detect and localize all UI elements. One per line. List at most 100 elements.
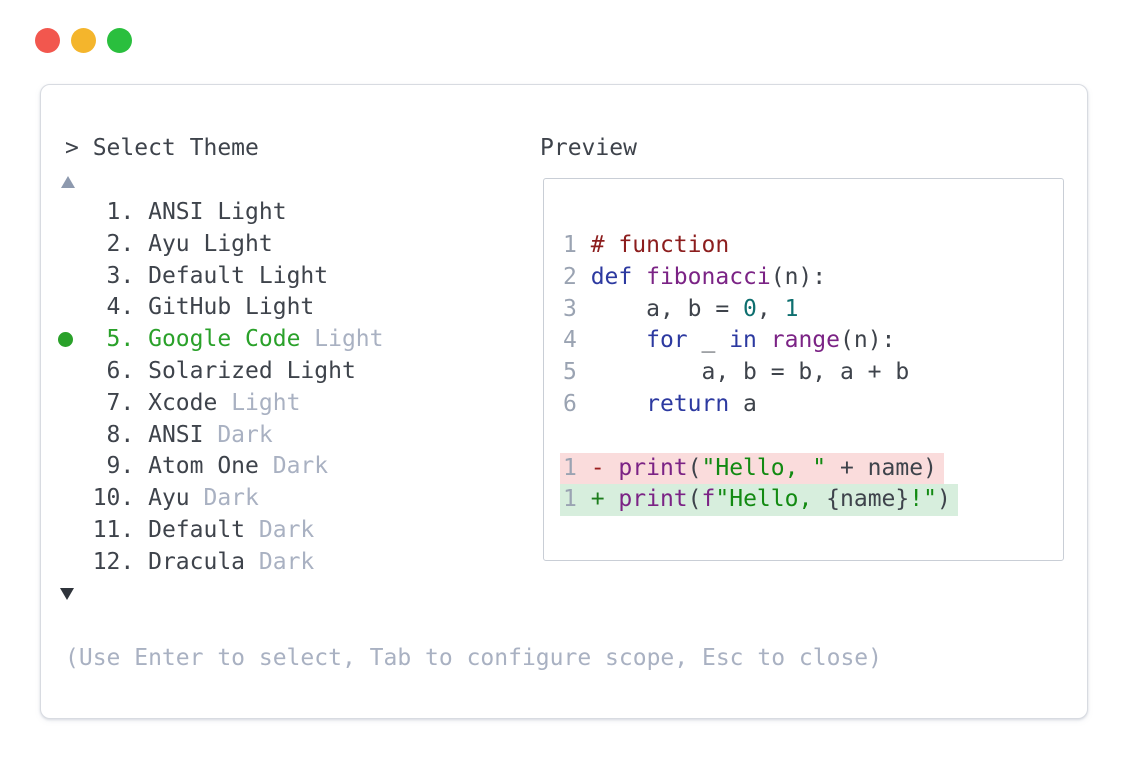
diff-minus-sign: - (590, 454, 619, 481)
code-token: (n): (770, 263, 827, 290)
keyboard-hint: (Use Enter to select, Tab to configure s… (65, 645, 882, 671)
code-line: 4 for _ in range(n): (560, 325, 1063, 357)
theme-variant-dim: Dark (203, 421, 273, 448)
line-number: 1 (563, 232, 591, 258)
line-number: 5 (563, 359, 591, 386)
dialog-prompt: > Select Theme (65, 135, 259, 161)
line-number: 2 (563, 263, 591, 290)
theme-variant-dim: Dark (189, 485, 259, 512)
code-token: ( (687, 454, 702, 481)
theme-name: Dracula (148, 548, 246, 575)
code-token: in (729, 327, 757, 354)
code-token: (n): (840, 327, 896, 354)
theme-item-default[interactable]: 11. Default Dark (65, 515, 384, 547)
code-token: a (729, 390, 757, 417)
theme-number: 4. (65, 294, 149, 321)
code-token: print (618, 486, 688, 513)
close-window-button[interactable] (35, 28, 60, 53)
line-number: 3 (563, 295, 591, 322)
code-token: 0 (743, 295, 757, 322)
theme-name: Google Code (148, 326, 301, 353)
code-token: ( (687, 486, 702, 513)
code-token: print (618, 454, 688, 481)
code-line: 6 return a (560, 389, 1063, 421)
scroll-up-button[interactable] (61, 176, 85, 194)
code-token (757, 327, 771, 353)
code-token: 1 (784, 295, 799, 322)
theme-variant-dim: Dark (245, 548, 315, 575)
code-token: {name} (826, 486, 910, 513)
code-line: 3 a, b = 0, 1 (560, 294, 1063, 326)
diff-line-add: 1 + print(f"Hello, {name}!") (560, 484, 1063, 517)
code-token (632, 264, 646, 290)
code-token: return (646, 390, 730, 417)
theme-number: 8. (65, 421, 149, 448)
diff-line-del: 1 - print("Hello, " + name) (560, 452, 1063, 485)
minimize-window-button[interactable] (71, 28, 96, 53)
theme-picker-dialog: > Select Theme 1. ANSI Light 2. Ayu Ligh… (40, 84, 1088, 719)
code-line: 1 # function (560, 230, 1063, 262)
theme-item-google-code[interactable]: 5. Google Code Light (58, 324, 384, 356)
code-token (591, 327, 646, 353)
code-line: 2 def fibonacci(n): (560, 262, 1063, 294)
code-token: for (646, 327, 688, 354)
theme-item-default-light[interactable]: 3. Default Light (65, 261, 384, 293)
theme-number: 1. (65, 199, 149, 225)
theme-number: 6. (65, 357, 149, 384)
theme-item-ansi-light[interactable]: 1. ANSI Light (65, 197, 384, 229)
theme-name: Xcode (148, 389, 218, 416)
line-number: 1 (563, 454, 591, 481)
theme-item-ayu[interactable]: 10. Ayu Dark (65, 483, 384, 515)
line-number: 6 (563, 390, 591, 417)
theme-number: 10. (65, 485, 149, 512)
code-token: "Hello, " (701, 454, 827, 481)
theme-list: 1. ANSI Light 2. Ayu Light 3. Default Li… (58, 197, 384, 579)
window-controls (35, 28, 132, 53)
code-token: , (756, 295, 785, 322)
theme-variant-dim: Dark (245, 516, 315, 543)
code-line: 5 a, b = b, a + b (560, 357, 1063, 389)
theme-name: Ayu (148, 485, 190, 512)
theme-number: 7. (65, 389, 149, 416)
theme-item-solarized-light[interactable]: 6. Solarized Light (65, 356, 384, 388)
code-token: _ (687, 327, 730, 354)
code-token: # function (590, 232, 730, 258)
line-number: 4 (563, 327, 591, 354)
code-token: "Hello, (715, 486, 827, 513)
code-line (560, 421, 1063, 453)
theme-item-dracula[interactable]: 12. Dracula Dark (65, 547, 384, 579)
preview-label: Preview (540, 135, 637, 161)
theme-variant-dim: Light (300, 326, 384, 353)
code-token: f (701, 486, 716, 513)
code-token: range (770, 327, 840, 354)
theme-name: GitHub Light (148, 294, 315, 321)
theme-number: 12. (65, 548, 149, 575)
code-token: !" (909, 486, 937, 513)
theme-name: ANSI Light (148, 199, 287, 225)
triangle-down-icon (60, 588, 74, 600)
theme-name: Ayu Light (148, 230, 273, 257)
code-token: ) (936, 486, 951, 513)
theme-number: 2. (65, 230, 149, 257)
theme-item-ayu-light[interactable]: 2. Ayu Light (65, 229, 384, 261)
theme-number: 5. (65, 326, 149, 353)
theme-variant-dim: Light (217, 389, 301, 416)
code-token: def (590, 263, 633, 290)
theme-name: Default Light (148, 262, 329, 289)
zoom-window-button[interactable] (107, 28, 132, 53)
code-token: a, b = (590, 295, 744, 322)
theme-item-github-light[interactable]: 4. GitHub Light (65, 292, 384, 324)
diff-plus-sign: + (590, 486, 619, 513)
theme-item-ansi[interactable]: 8. ANSI Dark (65, 420, 384, 452)
theme-name: ANSI (148, 421, 204, 448)
theme-name: Solarized Light (148, 357, 356, 384)
scroll-down-button[interactable] (60, 588, 84, 606)
theme-item-atom-one[interactable]: 9. Atom One Dark (65, 451, 384, 483)
line-number: 1 (563, 486, 591, 513)
theme-name: Default (148, 516, 246, 543)
theme-item-xcode[interactable]: 7. Xcode Light (65, 388, 384, 420)
theme-number: 3. (65, 262, 149, 289)
